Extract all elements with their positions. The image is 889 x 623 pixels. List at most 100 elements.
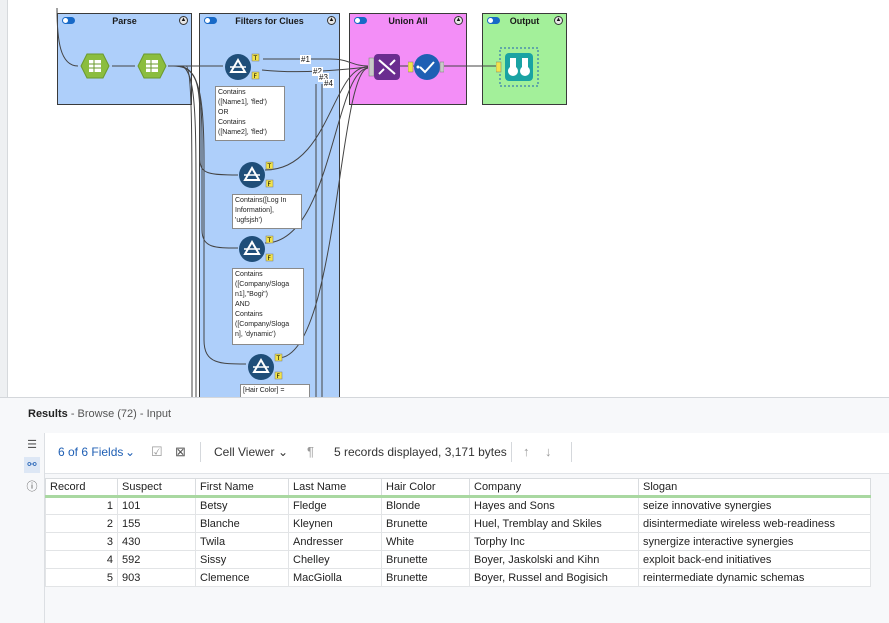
container-title: Union All <box>388 16 428 26</box>
text-to-columns-tool-2[interactable] <box>137 53 167 84</box>
table-cell: Blonde <box>381 496 470 515</box>
results-grid[interactable]: Record Suspect First Name Last Name Hair… <box>45 478 871 587</box>
toggle-icon[interactable] <box>204 17 217 24</box>
table-cell: Boyer, Jaskolski and Kihn <box>469 550 639 569</box>
table-row[interactable]: 4 592 Sissy Chelley Brunette Boyer, Jask… <box>45 550 871 569</box>
results-table: Record Suspect First Name Last Name Hair… <box>45 478 871 587</box>
connection-label-2: #2 <box>312 67 323 76</box>
table-cell: Brunette <box>381 568 470 587</box>
toggle-icon[interactable] <box>62 17 75 24</box>
record-cell: 3 <box>45 532 118 551</box>
filter-annotation-4: [Hair Color] = <box>240 384 310 397</box>
table-cell: 155 <box>117 514 196 533</box>
table-cell: synergize interactive synergies <box>638 532 871 551</box>
filter-annotation-2: Contains([Log In Information], 'ugfsjsh'… <box>232 194 302 229</box>
table-cell: Brunette <box>381 550 470 569</box>
toolbar-divider <box>571 442 572 462</box>
table-cell: Kleynen <box>288 514 382 533</box>
results-side-toolbar: ☰ ⚯ ⓘ <box>20 433 45 623</box>
column-header[interactable]: Slogan <box>638 478 871 498</box>
browse-tool[interactable] <box>495 45 542 94</box>
table-cell: Blanche <box>195 514 289 533</box>
help-icon[interactable]: ⓘ <box>26 481 38 493</box>
arrow-down-icon[interactable]: ↓ <box>545 444 552 459</box>
table-cell: 903 <box>117 568 196 587</box>
false-anchor-label: F <box>277 373 281 380</box>
table-cell: Fledge <box>288 496 382 515</box>
column-header[interactable]: Company <box>469 478 639 498</box>
table-cell: 592 <box>117 550 196 569</box>
close-icon[interactable]: ⊠ <box>175 444 186 459</box>
container-title: Filters for Clues <box>235 16 304 26</box>
workflow-canvas[interactable]: Parse ▲ Filters for Clues ▲ Union All ▲ … <box>0 0 889 397</box>
toggle-icon[interactable] <box>354 17 367 24</box>
collapse-icon[interactable]: ▲ <box>554 16 563 25</box>
true-anchor-label: T <box>267 163 272 170</box>
table-cell: Andresser <box>288 532 382 551</box>
pilcrow-icon[interactable]: ¶ <box>307 444 314 459</box>
table-row[interactable]: 3 430 Twila Andresser White Torphy Inc s… <box>45 532 871 551</box>
table-cell: Brunette <box>381 514 470 533</box>
collapse-icon[interactable]: ▲ <box>454 16 463 25</box>
column-header[interactable]: Record <box>45 478 118 498</box>
binoculars-icon[interactable]: ⚯ <box>24 457 40 473</box>
list-icon[interactable]: ☰ <box>27 439 37 451</box>
arrow-up-icon[interactable]: ↑ <box>523 444 530 459</box>
filter-annotation-1: Contains ([Name1], 'fled') OR Contains (… <box>215 86 285 141</box>
false-anchor-label: F <box>268 181 272 188</box>
results-toolbar: 6 of 6 Fields ⌄ ☑ ⊠ Cell Viewer ⌄ ¶ 5 re… <box>45 433 889 474</box>
chevron-down-icon[interactable]: ⌄ <box>125 445 136 459</box>
canvas-left-strip <box>0 0 8 397</box>
column-header[interactable]: Hair Color <box>381 478 470 498</box>
results-subtitle: - Browse (72) - Input <box>70 408 172 420</box>
table-cell: Boyer, Russel and Bogisich <box>469 568 639 587</box>
table-cell: disintermediate wireless web-readiness <box>638 514 871 533</box>
union-tool[interactable] <box>368 53 402 86</box>
table-cell: MacGiolla <box>288 568 382 587</box>
table-cell: reintermediate dynamic schemas <box>638 568 871 587</box>
table-row[interactable]: 1 101 Betsy Fledge Blonde Hayes and Sons… <box>45 496 871 515</box>
table-row[interactable]: 5 903 Clemence MacGiolla Brunette Boyer,… <box>45 568 871 587</box>
results-header: Results - Browse (72) - Input <box>28 408 171 420</box>
column-header[interactable]: Suspect <box>117 478 196 498</box>
table-cell: Torphy Inc <box>469 532 639 551</box>
filter-annotation-3: Contains ([Company/Sloga n1],"Bogi") AND… <box>232 268 304 345</box>
collapse-icon[interactable]: ▲ <box>179 16 188 25</box>
text-to-columns-tool-1[interactable] <box>80 53 110 84</box>
records-status: 5 records displayed, 3,171 bytes <box>334 445 507 459</box>
table-cell: Clemence <box>195 568 289 587</box>
fields-selector[interactable]: 6 of 6 Fields <box>58 445 124 459</box>
chevron-down-icon[interactable]: ⌄ <box>278 445 289 459</box>
container-union[interactable]: Union All ▲ <box>349 13 467 105</box>
table-cell: Hayes and Sons <box>469 496 639 515</box>
table-cell: Twila <box>195 532 289 551</box>
container-parse[interactable]: Parse ▲ <box>57 13 192 105</box>
table-cell: Betsy <box>195 496 289 515</box>
record-cell: 2 <box>45 514 118 533</box>
toggle-icon[interactable] <box>487 17 500 24</box>
table-cell: Chelley <box>288 550 382 569</box>
record-cell: 5 <box>45 568 118 587</box>
container-title: Parse <box>112 16 137 26</box>
column-header[interactable]: Last Name <box>288 478 382 498</box>
collapse-icon[interactable]: ▲ <box>327 16 336 25</box>
table-cell: 430 <box>117 532 196 551</box>
false-anchor-label: F <box>254 73 258 80</box>
check-icon[interactable]: ☑ <box>151 444 163 459</box>
cell-viewer-dropdown[interactable]: Cell Viewer <box>214 445 275 459</box>
table-cell: exploit back-end initiatives <box>638 550 871 569</box>
column-header[interactable]: First Name <box>195 478 289 498</box>
container-title: Output <box>509 16 540 26</box>
table-header-row: Record Suspect First Name Last Name Hair… <box>45 478 871 498</box>
table-cell: Sissy <box>195 550 289 569</box>
connection-label-3: #3 <box>318 73 329 82</box>
true-anchor-label: T <box>253 55 258 62</box>
connection-label-4: #4 <box>323 79 334 88</box>
table-row[interactable]: 2 155 Blanche Kleynen Brunette Huel, Tre… <box>45 514 871 533</box>
select-tool[interactable] <box>407 52 445 87</box>
toolbar-divider <box>511 442 512 462</box>
